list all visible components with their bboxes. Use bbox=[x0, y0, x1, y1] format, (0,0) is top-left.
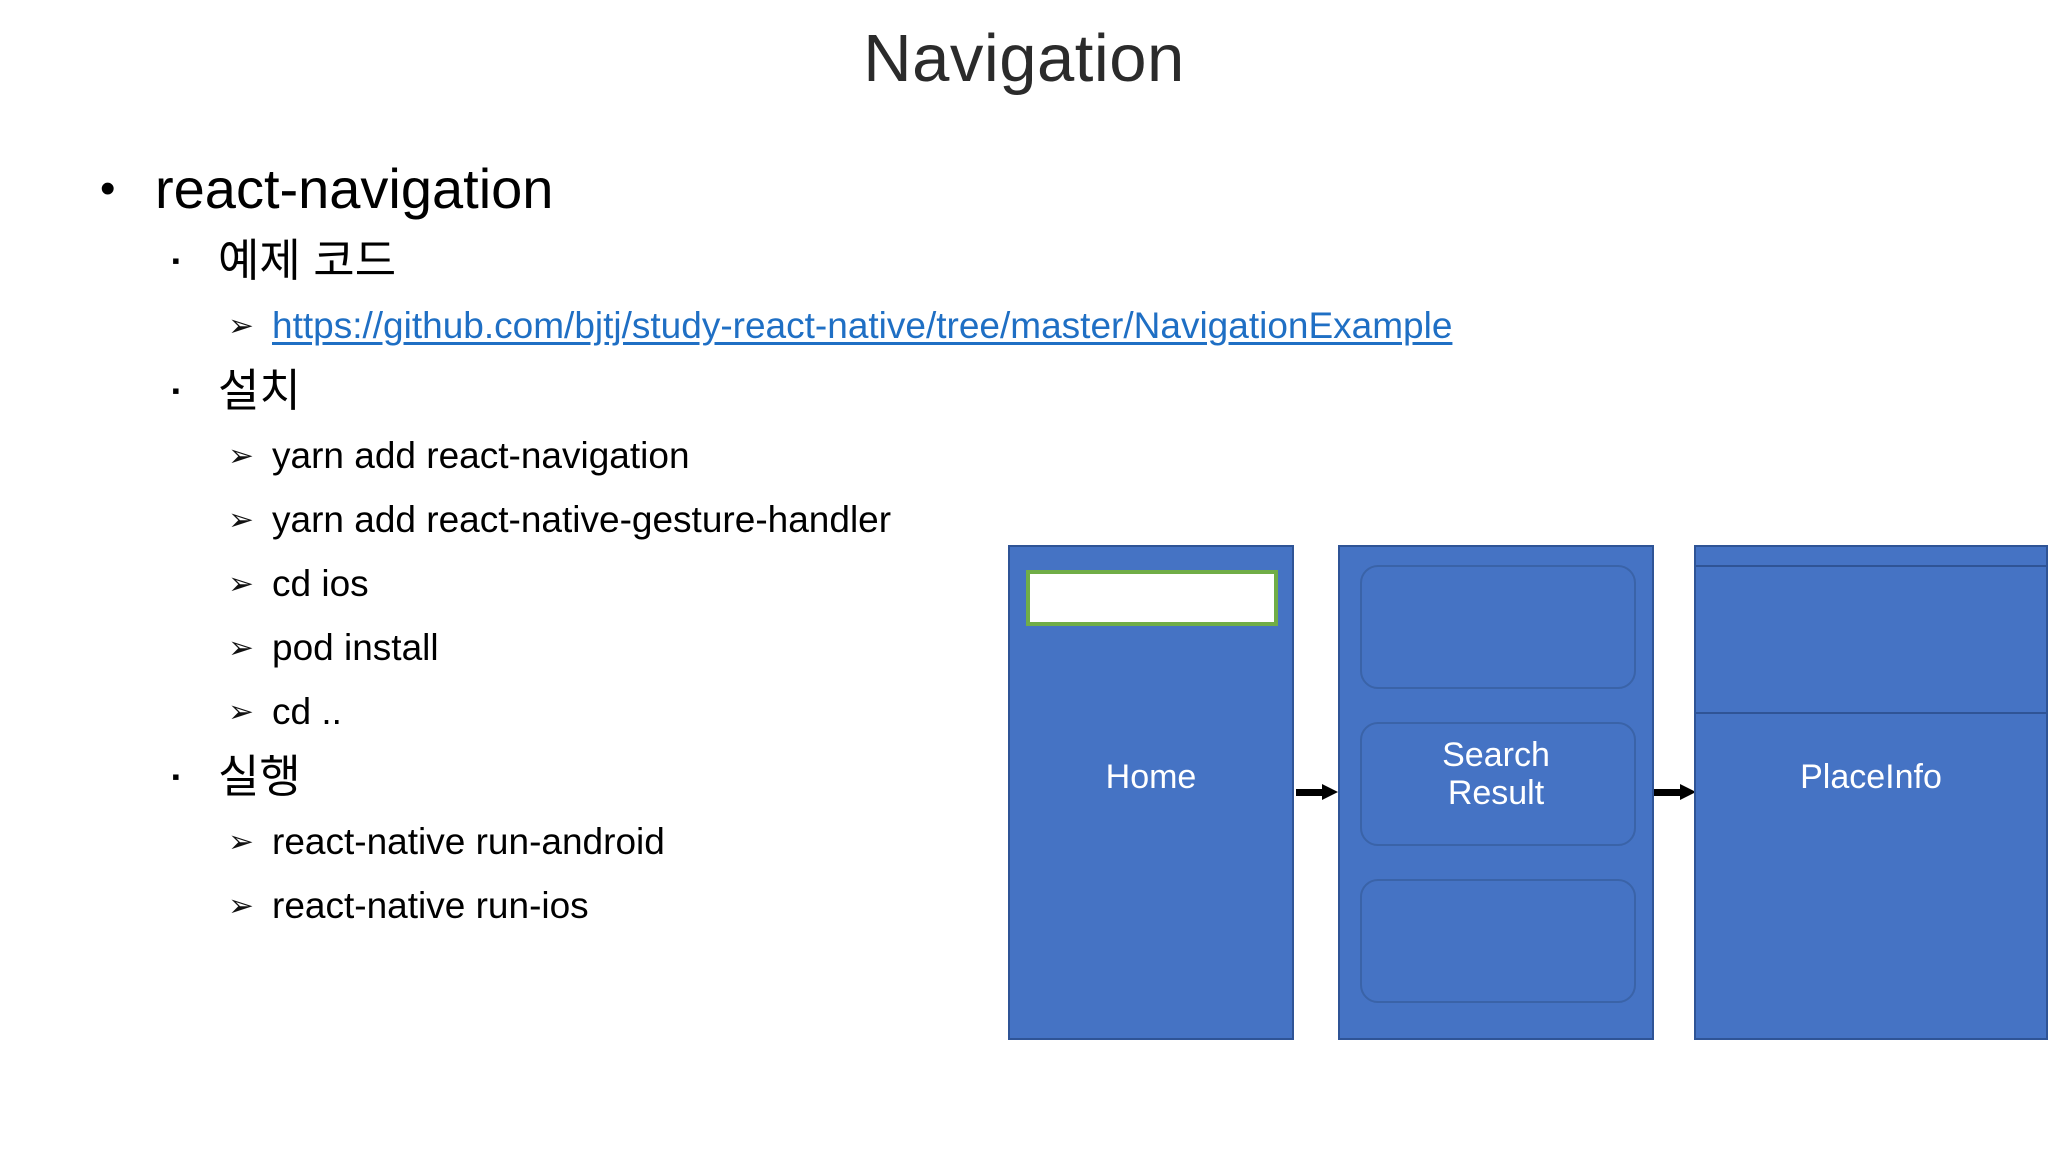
outline-section-label: 예제 코드 bbox=[218, 235, 397, 286]
bullet-arrow-icon: ➢ bbox=[228, 630, 254, 665]
bullet-arrow-icon: ➢ bbox=[228, 308, 254, 343]
arrow-shaft bbox=[1296, 789, 1323, 796]
command-text: cd ios bbox=[272, 563, 369, 604]
outline-item-label: react-navigation bbox=[155, 157, 554, 220]
command-text: pod install bbox=[272, 627, 439, 668]
command-text: react-native run-ios bbox=[272, 885, 589, 926]
command-text: cd .. bbox=[272, 691, 342, 732]
screen-search-result-label-line2: Result bbox=[1447, 774, 1545, 813]
bullet-square-icon: ▪ bbox=[172, 764, 180, 789]
outline-item-install-2: ➢ cd ios bbox=[0, 552, 1020, 616]
place-info-divider bbox=[1696, 712, 2046, 714]
bullet-outline: • react-navigation ▪ 예제 코드 ➢ https://git… bbox=[0, 150, 1452, 938]
bullet-arrow-icon: ➢ bbox=[228, 888, 254, 923]
bullet-square-icon: ▪ bbox=[172, 248, 180, 273]
result-card[interactable] bbox=[1360, 565, 1636, 689]
screen-search-result-label-line1: Search bbox=[1442, 736, 1550, 774]
screen-search-result-label: Search Result bbox=[1340, 736, 1652, 812]
screen-home-label: Home bbox=[1105, 758, 1197, 796]
bullet-dot-icon: • bbox=[100, 164, 116, 213]
outline-section-run: ▪ 실행 bbox=[0, 744, 1020, 810]
outline-item-run-1: ➢ react-native run-ios bbox=[0, 874, 1020, 938]
arrow-shaft bbox=[1654, 789, 1681, 796]
navigation-flow-diagram: Home Search Result PlaceInfo bbox=[1008, 545, 2048, 1045]
result-card[interactable] bbox=[1360, 879, 1636, 1003]
bullet-arrow-icon: ➢ bbox=[228, 438, 254, 473]
outline-item-install-0: ➢ yarn add react-navigation bbox=[0, 424, 1020, 488]
bullet-square-icon: ▪ bbox=[172, 378, 180, 403]
bullet-arrow-icon: ➢ bbox=[228, 824, 254, 859]
outline-item-react-navigation: • react-navigation bbox=[0, 150, 1020, 228]
arrow-search-to-place-icon bbox=[1654, 784, 1696, 800]
command-text: yarn add react-navigation bbox=[272, 435, 690, 476]
outline-section-example-code: ▪ 예제 코드 bbox=[0, 228, 1020, 294]
result-card[interactable] bbox=[1360, 722, 1636, 846]
command-text: react-native run-android bbox=[272, 821, 665, 862]
outline-item-install-4: ➢ cd .. bbox=[0, 680, 1020, 744]
bullet-arrow-icon: ➢ bbox=[228, 502, 254, 537]
outline-item-install-1: ➢ yarn add react-native-gesture-handler bbox=[0, 488, 1020, 552]
outline-item-install-3: ➢ pod install bbox=[0, 616, 1020, 680]
bullet-arrow-icon: ➢ bbox=[228, 566, 254, 601]
screen-home: Home bbox=[1008, 545, 1294, 1040]
outline-section-label: 설치 bbox=[218, 365, 301, 416]
outline-section-install: ▪ 설치 bbox=[0, 358, 1020, 424]
arrow-head bbox=[1322, 784, 1338, 800]
outline-section-label: 실행 bbox=[218, 751, 301, 802]
place-info-topbar bbox=[1696, 565, 2046, 567]
arrow-home-to-search-icon bbox=[1296, 784, 1338, 800]
page-title: Navigation bbox=[863, 21, 1185, 96]
github-repo-link[interactable]: https://github.com/bjtj/study-react-nati… bbox=[272, 305, 1453, 346]
screen-place-info-label: PlaceInfo bbox=[1800, 758, 1942, 796]
outline-item-run-0: ➢ react-native run-android bbox=[0, 810, 1020, 874]
arrow-head bbox=[1680, 784, 1696, 800]
search-input[interactable] bbox=[1026, 570, 1278, 626]
outline-item-example-link[interactable]: ➢ https://github.com/bjtj/study-react-na… bbox=[0, 294, 1452, 358]
command-text: yarn add react-native-gesture-handler bbox=[272, 499, 892, 540]
screen-search-result: Search Result bbox=[1338, 545, 1654, 1040]
screen-place-info: PlaceInfo bbox=[1694, 545, 2048, 1040]
bullet-arrow-icon: ➢ bbox=[228, 694, 254, 729]
